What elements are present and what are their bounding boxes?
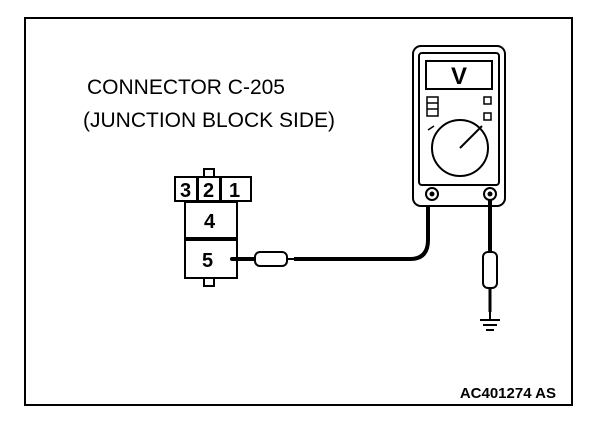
connector-c205 xyxy=(174,168,252,287)
figure-id: AC401274 AS xyxy=(460,385,556,402)
pin-label-2: 2 xyxy=(203,180,214,202)
meter-display xyxy=(425,60,493,90)
meter-switch-marks xyxy=(427,102,438,110)
connector-bottom-latch xyxy=(203,277,215,287)
connector-title: CONNECTOR C-205 xyxy=(87,76,285,99)
positive-probe xyxy=(230,251,294,267)
meter-indicator-bottom xyxy=(483,112,492,121)
pin-label-3: 3 xyxy=(180,180,191,202)
meter-mode-label: V xyxy=(451,63,467,90)
pin-label-4: 4 xyxy=(204,211,216,233)
meter-dial-pointer xyxy=(459,125,483,149)
positive-lead-wire xyxy=(294,196,430,261)
multimeter xyxy=(412,45,506,207)
ground-icon xyxy=(480,312,500,331)
connector-top-latch xyxy=(203,168,215,178)
ground-probe xyxy=(482,251,498,312)
probe-handle xyxy=(254,251,288,267)
pin-label-5: 5 xyxy=(202,250,213,272)
pin-label-1: 1 xyxy=(229,180,240,202)
ground-probe-handle xyxy=(482,251,498,289)
meter-switch xyxy=(426,96,439,117)
meter-indicator-top xyxy=(483,96,492,105)
connector-subtitle: (JUNCTION BLOCK SIDE) xyxy=(83,109,335,132)
meter-dial-tick xyxy=(427,125,435,131)
pin-cell-4 xyxy=(184,201,238,239)
